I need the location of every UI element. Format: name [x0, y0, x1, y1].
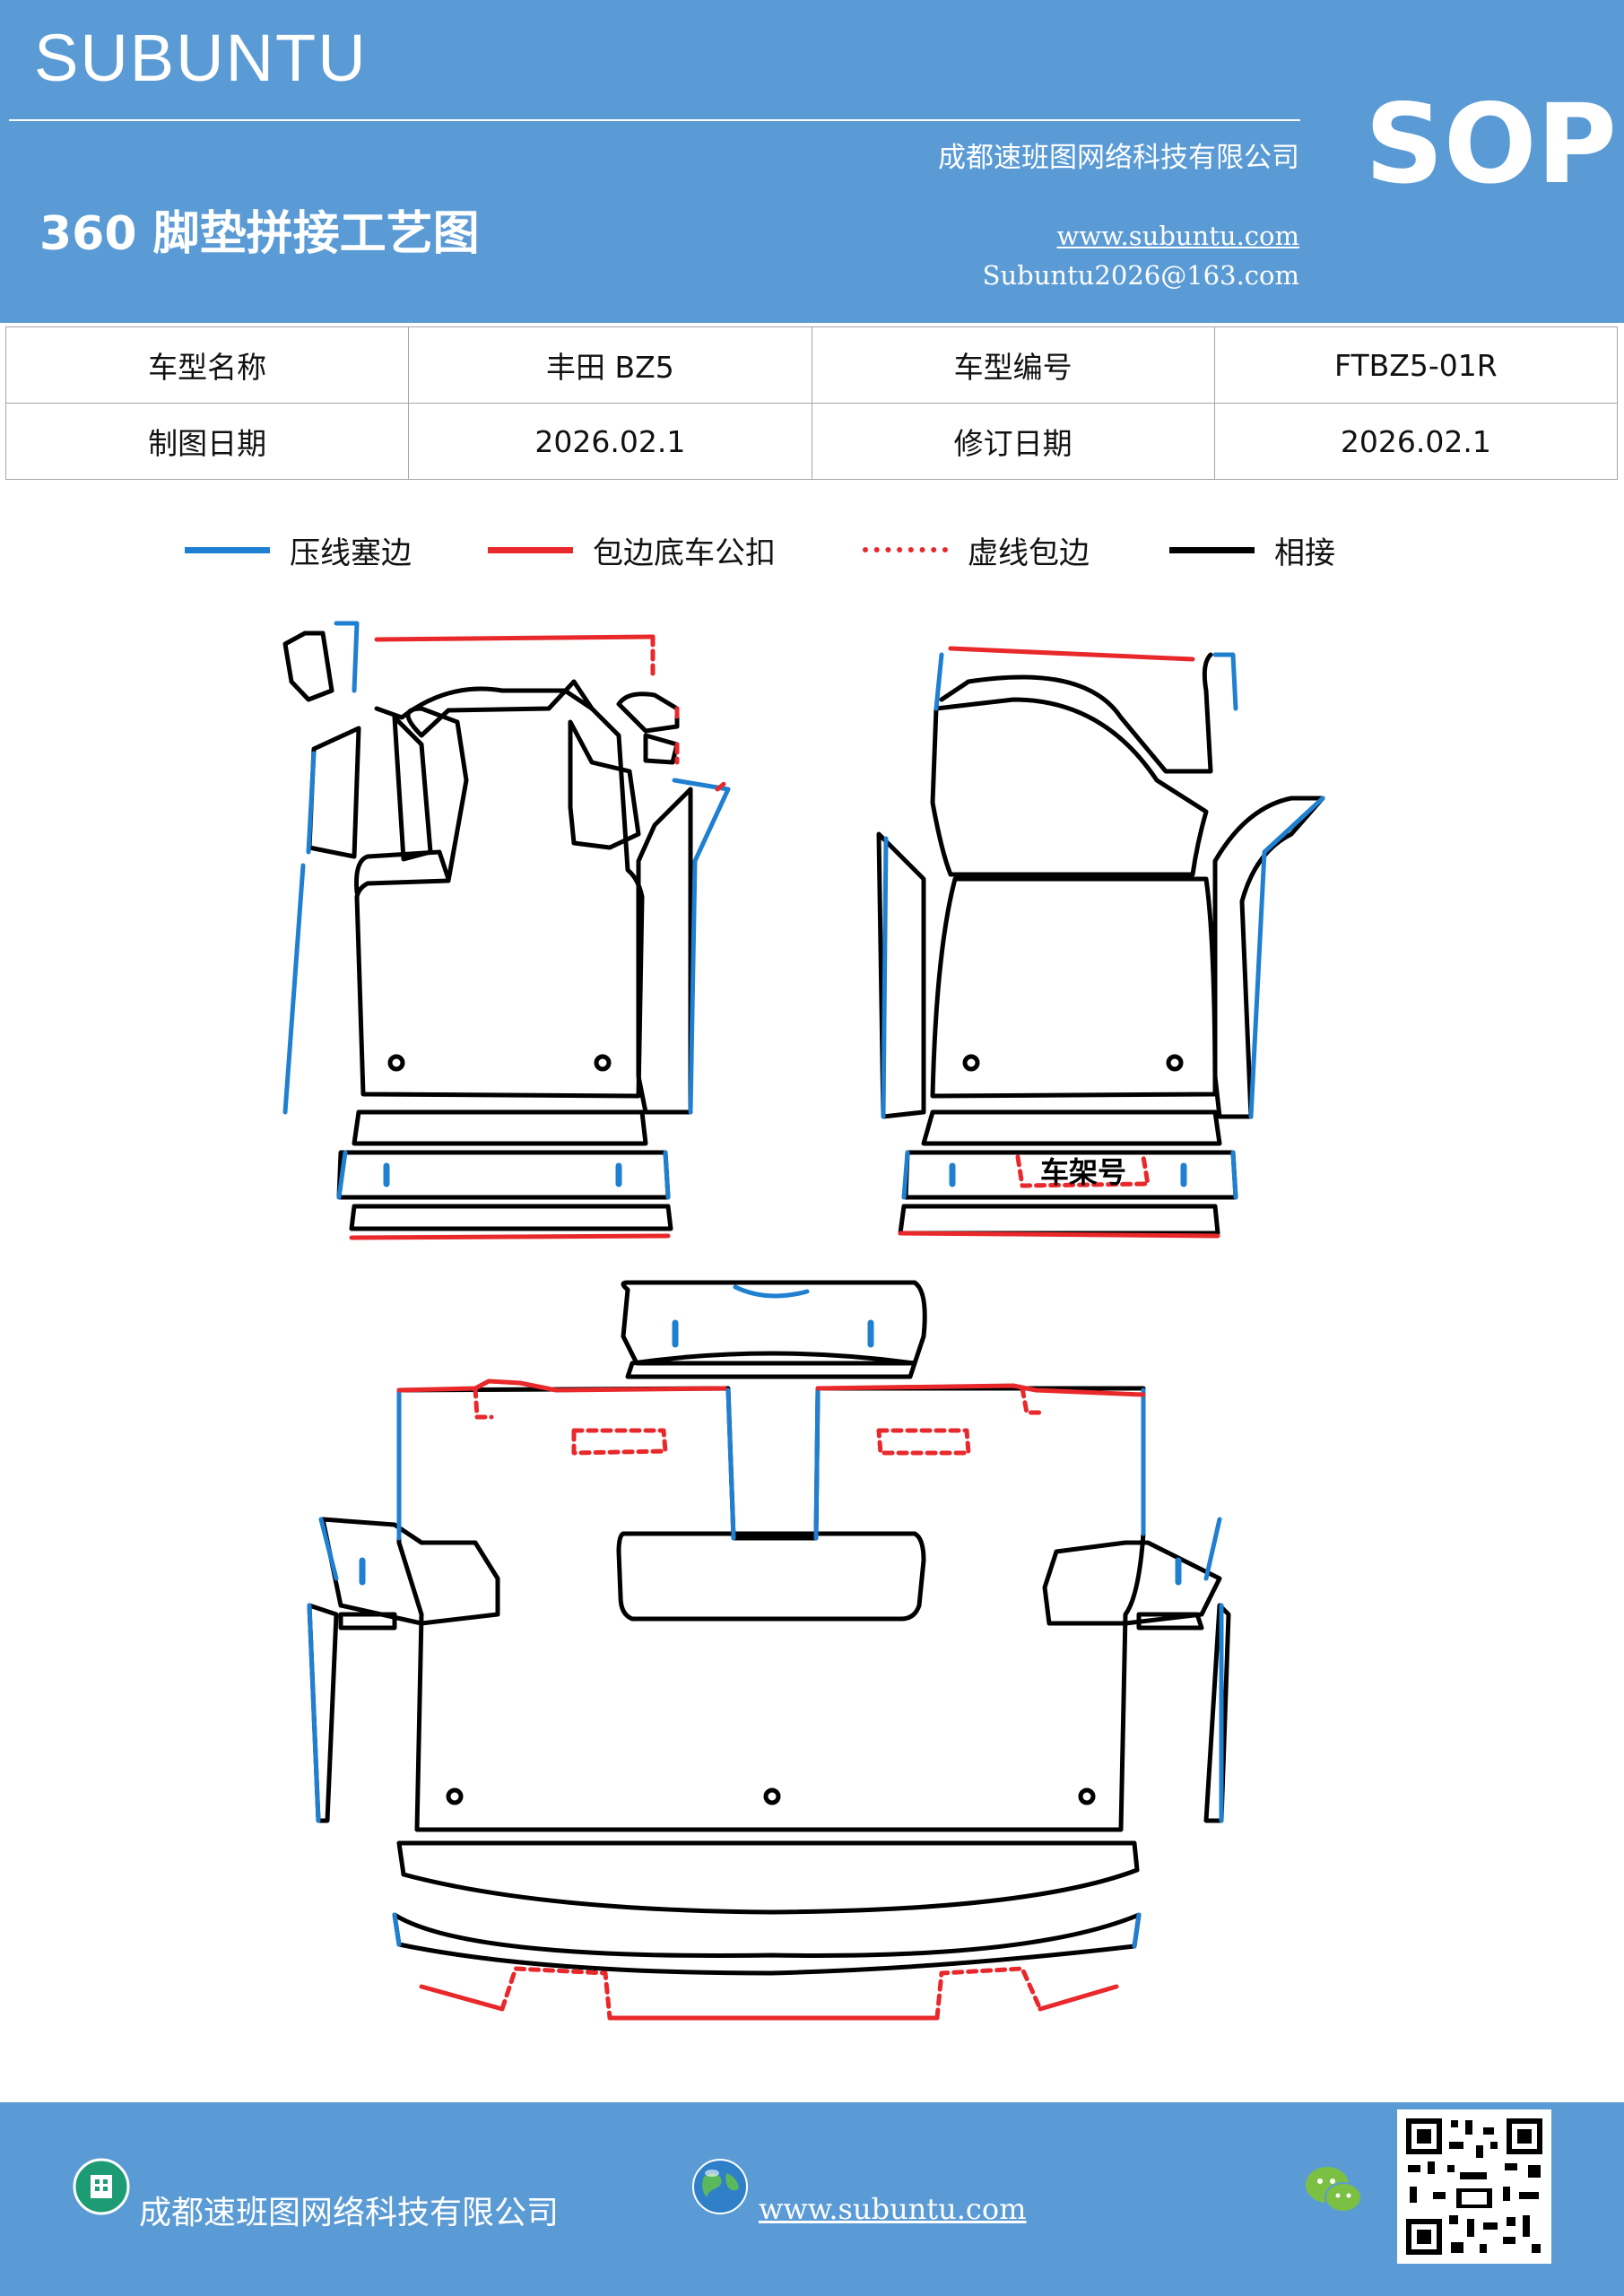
left-front-sill [352, 1109, 648, 1146]
vehicle-info-table: 车型名称 丰田 BZ5 车型编号 FTBZ5-01R 制图日期 2026.02.… [4, 326, 1619, 480]
floor-mat-diagram: 车架号 [282, 621, 1325, 2021]
wechat-icon[interactable] [1302, 2161, 1367, 2219]
company-name: 成都速班图网络科技有限公司 [938, 142, 1299, 174]
rear-hole-c [763, 1787, 781, 1805]
legend-label: 相接 [1274, 535, 1335, 571]
red-edge [374, 634, 656, 642]
rear-main-mat [396, 1386, 1146, 1832]
rear-hole-l [446, 1787, 464, 1805]
right-front-edge [898, 1204, 1220, 1236]
table-row: 车型名称 丰田 BZ5 车型编号 FTBZ5-01R [4, 326, 1619, 404]
table-cell: 车型名称 [4, 326, 410, 404]
header-banner: SUBUNTU SOP 成都速班图网络科技有限公司 360 脚垫拼接工艺图 ww… [0, 0, 1624, 323]
legend-item: 相接 [1169, 527, 1335, 572]
header-divider [9, 119, 1300, 121]
rear-right-side [1203, 1603, 1231, 1823]
left-front-pedal-piece [568, 719, 641, 850]
rear-right-wheel [1042, 1540, 1222, 1626]
red-edge [349, 1233, 671, 1240]
left-front-hole-l [387, 1054, 405, 1072]
legend-label: 压线塞边 [290, 535, 412, 571]
rear-left-wheel [320, 1517, 500, 1626]
legend: 压线塞边 包边底车公扣 虚线包边 相接 [0, 527, 1624, 572]
legend-swatch [1169, 546, 1255, 553]
table-cell: FTBZ5-01R [1213, 326, 1619, 404]
table-row: 制图日期 2026.02.1 修订日期 2026.02.1 [4, 403, 1619, 480]
brand-name: SUBUNTU [34, 21, 368, 95]
frame-number-label: 车架号 [1040, 1155, 1126, 1189]
right-front-top-panel [939, 652, 1213, 774]
rear-tunnel-cap [621, 1280, 927, 1366]
legend-swatch [863, 547, 948, 552]
legend-item: 虚线包边 [863, 527, 1090, 572]
red-edge [396, 1378, 727, 1393]
right-front-left-side [876, 831, 926, 1119]
table-cell: 2026.02.1 [408, 403, 812, 480]
rear-left-flap [338, 1612, 397, 1631]
table-cell: 制图日期 [4, 403, 410, 480]
left-front-floor [354, 849, 451, 895]
legend-label: 包边底车公扣 [593, 535, 776, 571]
red-edge [419, 1984, 505, 2012]
right-front-hole-l [962, 1054, 980, 1072]
left-front-top-right [616, 691, 680, 734]
email-address: Subuntu2026@163.com [982, 260, 1299, 291]
legend-item: 包边底车公扣 [488, 527, 776, 572]
rear-tunnel-base [625, 1351, 917, 1379]
left-front-a-pillar [643, 733, 680, 765]
left-front-mat [354, 679, 645, 1099]
left-front-side-strip [392, 715, 433, 862]
table-cell: 2026.02.1 [1213, 403, 1619, 480]
rear-center-hump [616, 1531, 926, 1622]
building-icon [73, 2158, 130, 2215]
legend-swatch [488, 546, 573, 553]
footer-company: 成都速班图网络科技有限公司 [139, 2195, 560, 2231]
red-edge [948, 646, 1195, 662]
left-front-a-edge [282, 631, 334, 702]
qr-code [1397, 2109, 1551, 2264]
left-front-side-mat [307, 726, 361, 859]
rear-sill [396, 1840, 1140, 1915]
website-link[interactable]: www.subuntu.com [1056, 221, 1299, 251]
left-front-top-panel [374, 686, 595, 720]
rear-right-flap [1136, 1612, 1204, 1631]
left-front-hole-r [594, 1054, 612, 1072]
table-cell: 丰田 BZ5 [408, 326, 812, 404]
right-front-hole-r [1166, 1054, 1184, 1072]
footer-website-link[interactable]: www.subuntu.com [759, 2192, 1027, 2226]
qr-code-pattern [1406, 2118, 1542, 2255]
rear-hole-r [1078, 1787, 1096, 1805]
right-front-right-side [1212, 796, 1325, 1119]
page-title: 360 脚垫拼接工艺图 [39, 207, 480, 261]
rear-bottom [392, 1912, 1142, 1976]
right-front-main-mat [930, 876, 1218, 1099]
doc-type-label: SOP [1365, 81, 1617, 208]
red-edge [898, 1231, 1220, 1239]
legend-item: 压线塞边 [185, 527, 412, 572]
red-edge [815, 1383, 1146, 1397]
globe-icon [692, 2159, 748, 2214]
red-edge [1038, 1984, 1119, 2012]
table-cell: 修订日期 [811, 403, 1215, 480]
left-front-edge [349, 1204, 673, 1231]
left-front-door-strip [636, 787, 693, 1115]
legend-label: 虚线包边 [968, 535, 1090, 571]
legend-swatch [185, 546, 270, 553]
right-front-sill [921, 1109, 1222, 1146]
table-cell: 车型编号 [811, 326, 1215, 404]
right-front-upper-mat [930, 697, 1209, 877]
